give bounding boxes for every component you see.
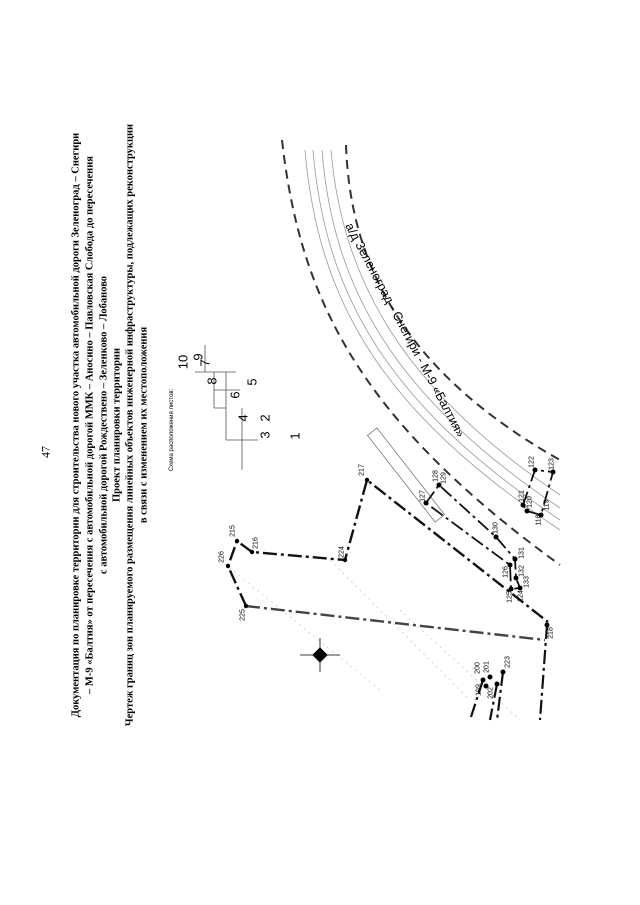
point-label: 126	[502, 566, 510, 578]
point-label: 123	[548, 458, 556, 470]
zone-boundary-2	[245, 604, 546, 642]
point-label: 225	[239, 609, 247, 621]
point-label: 217	[358, 464, 366, 476]
compass-rose-icon	[300, 638, 340, 672]
sheet-number[interactable]: 5	[244, 378, 260, 386]
road	[219, 139, 561, 721]
point-label: 226	[218, 551, 226, 563]
point-label: 215	[229, 525, 237, 537]
point-label: 216	[252, 537, 260, 549]
sheet-number[interactable]: 10	[175, 354, 191, 370]
point-label: 122	[528, 456, 536, 468]
zone-boundary-1	[226, 477, 549, 623]
sheet-number[interactable]: 2	[257, 414, 273, 422]
point-label: 224	[338, 546, 346, 558]
point-label: 130	[492, 522, 500, 534]
zone-boundary-4	[522, 469, 555, 517]
road-line	[330, 149, 561, 496]
boundary-points	[225, 467, 556, 689]
point-label: 121	[518, 490, 526, 502]
point-label: 127	[419, 490, 427, 502]
sheet-number[interactable]: 8	[204, 377, 220, 385]
point-label: 129	[440, 472, 448, 484]
road-edge-inner	[345, 144, 561, 461]
point-label: 131	[518, 547, 526, 559]
zone-boundary-3	[424, 483, 522, 591]
sheet-number[interactable]: 7	[197, 359, 213, 367]
point-label: 118	[535, 514, 543, 526]
zone-boundary	[226, 469, 555, 721]
point-label: 124	[517, 590, 525, 602]
point-label: 199	[475, 684, 483, 696]
sheet-number[interactable]: 4	[235, 414, 251, 422]
sheet-index-caption: Схема расположения листов:	[169, 388, 175, 472]
point-label: 133	[523, 576, 531, 588]
sheet-number[interactable]: 6	[227, 391, 243, 399]
point-label: 125	[506, 591, 514, 603]
road-line	[304, 149, 561, 531]
zone-boundary-5	[468, 624, 549, 721]
road-structure	[366, 427, 446, 523]
point-label: 200	[474, 662, 482, 674]
point-label: 218	[547, 627, 555, 639]
point-label: 120	[526, 496, 534, 508]
point-label: 128	[432, 470, 440, 482]
sheet-number[interactable]: 3	[257, 431, 273, 439]
point-label: 119	[543, 499, 551, 511]
point-label: 223	[504, 656, 512, 668]
sheet-number[interactable]: 1	[287, 432, 303, 440]
point-label: 202	[487, 687, 495, 699]
road-edge-outer	[281, 139, 561, 566]
terrain-lines	[219, 559, 521, 721]
road-line	[312, 149, 561, 521]
point-label: 201	[483, 661, 491, 673]
road-line	[321, 149, 561, 509]
